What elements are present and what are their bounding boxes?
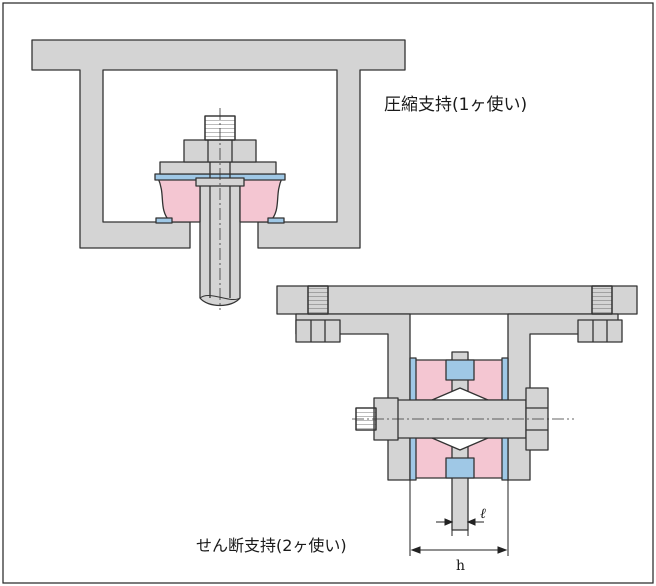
shear-left-nut [295,319,341,343]
compression-rubber [157,177,201,223]
shear-right-nut [577,319,623,343]
compression-frame [31,39,406,249]
compression-mount [31,39,406,307]
width-dimension-label: h [456,558,465,574]
compression-washer [159,161,277,175]
compression-support-label: 圧縮支持(1ヶ使い) [384,94,527,115]
shear-top-beam [276,285,638,315]
shear-mount [276,285,638,531]
gap-dimension-label: ℓ [480,506,486,522]
shear-support-label: せん断支持(2ヶ使い) [196,536,347,555]
dimension-lines [409,480,509,556]
